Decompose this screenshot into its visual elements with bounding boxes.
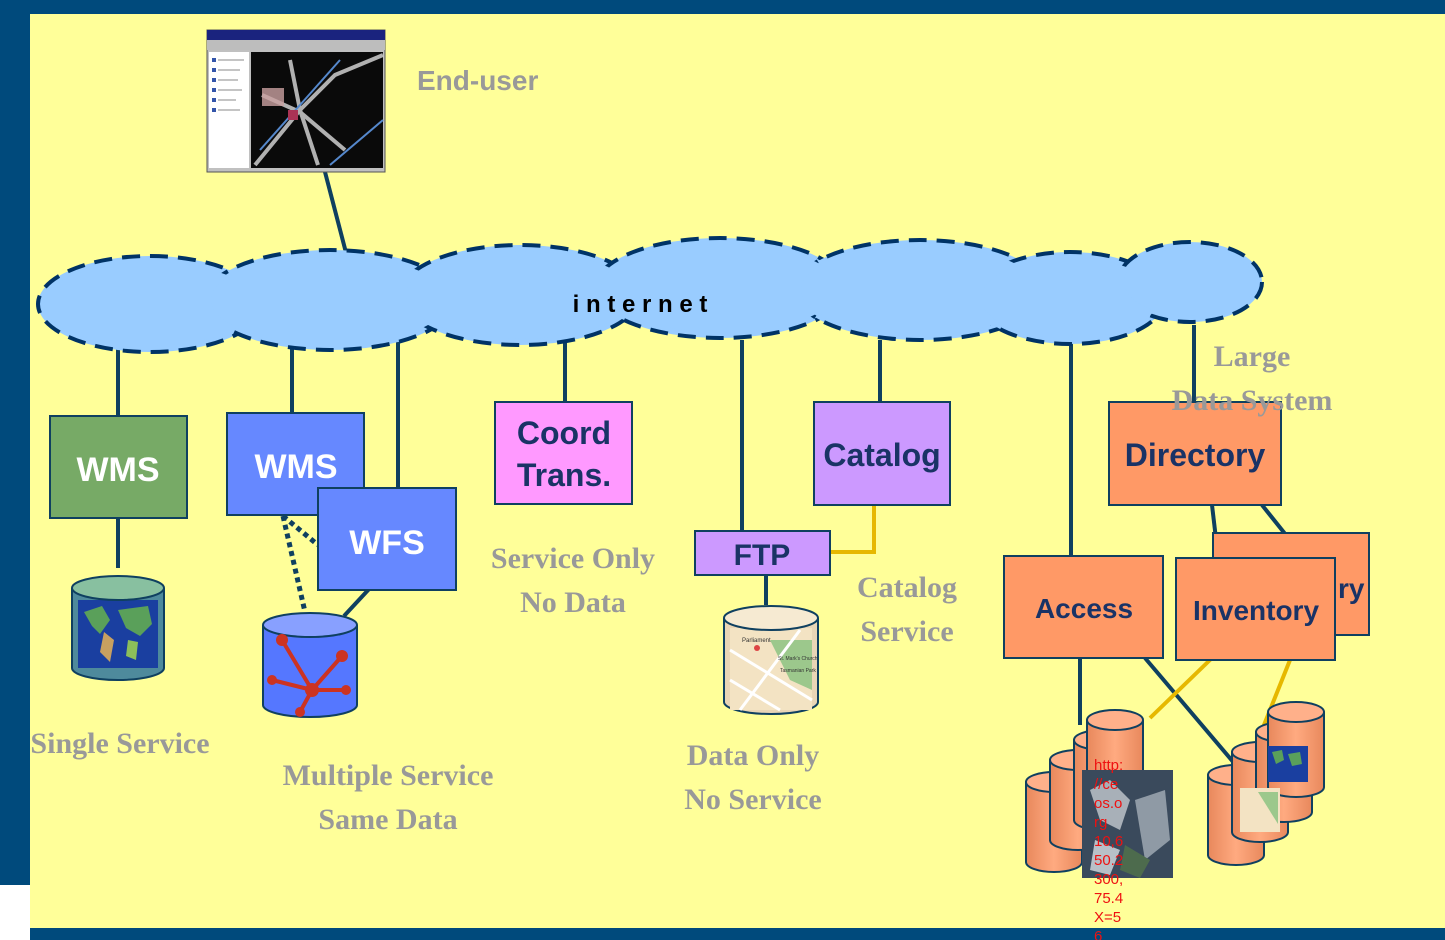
data-only-caption-line2: No Service xyxy=(684,783,821,816)
ceos-url-text: http: //ce os.o rg 10,6 50.2 300, 75.4X=5 6 xyxy=(1094,757,1123,940)
dotted-links xyxy=(280,514,320,613)
inventory-database-stack xyxy=(1207,701,1325,866)
multiple-service-caption-line1: Multiple Service xyxy=(283,759,494,792)
inventory-box[interactable]: Inventory xyxy=(1175,557,1336,661)
coord-label-line1: Coord xyxy=(517,415,611,451)
large-data-system-caption-line2: Data System xyxy=(1172,384,1333,417)
world-map-database-icon xyxy=(71,575,165,681)
map-thumbnail-detail xyxy=(1272,750,1302,766)
inventory-back-label: ry xyxy=(1338,573,1365,604)
map-label-parliament: Parliament xyxy=(742,638,771,644)
coord-trans-box[interactable]: Coord Trans. xyxy=(494,401,633,505)
end-user-caption: End-user xyxy=(417,65,538,96)
directory-box[interactable]: Directory xyxy=(1108,401,1282,506)
url-text-line: 50.2 xyxy=(1094,852,1123,869)
service-only-caption-line1: Service Only xyxy=(491,542,655,575)
feature-graph-database-icon xyxy=(262,612,358,718)
cloud-fill-overlay xyxy=(44,244,1256,346)
large-data-system-caption-line1: Large xyxy=(1214,340,1291,373)
catalog-service-caption-line2: Service xyxy=(860,615,953,648)
url-text-line: os.o xyxy=(1094,795,1122,812)
catalog-label: Catalog xyxy=(823,437,940,473)
directory-label: Directory xyxy=(1125,437,1266,473)
ftp-box[interactable]: FTP xyxy=(694,530,831,576)
satellite-image-icon xyxy=(1082,770,1173,878)
wms-single-service-box[interactable]: WMS xyxy=(49,415,188,519)
url-text-line: 6 xyxy=(1094,928,1102,940)
wms-multi-label: WMS xyxy=(254,448,337,486)
access-box[interactable]: Access xyxy=(1003,555,1164,659)
map-thumbnail-detail xyxy=(1258,792,1278,824)
map-label-park: Tasmanian Park xyxy=(780,668,816,674)
url-text-line: //ce xyxy=(1094,776,1118,793)
url-text-line: rg xyxy=(1094,814,1107,831)
url-text-line: 300, xyxy=(1094,871,1123,888)
access-label: Access xyxy=(1035,593,1133,624)
white-corner xyxy=(0,885,30,940)
map-label-church: St. Mark's Church xyxy=(778,656,818,662)
catalog-box[interactable]: Catalog xyxy=(813,401,951,506)
multiple-service-caption-line2: Same Data xyxy=(318,803,457,836)
url-text-line: X=5 xyxy=(1094,909,1121,926)
catalog-service-caption-line1: Catalog xyxy=(857,571,957,604)
inventory-label: Inventory xyxy=(1193,595,1319,626)
url-text-line: 75.4 xyxy=(1094,890,1123,907)
url-text-line: 10,6 xyxy=(1094,833,1123,850)
internet-label: i n t e r n e t xyxy=(573,291,708,318)
url-text-line: http: xyxy=(1094,757,1123,774)
wfs-label: WFS xyxy=(349,524,425,562)
browser-map-window-icon xyxy=(206,29,386,173)
connector-lines xyxy=(116,171,1288,772)
coord-label-line2: Trans. xyxy=(517,457,611,493)
service-only-caption-line2: No Data xyxy=(520,586,626,619)
wms-single-label: WMS xyxy=(76,451,159,489)
wfs-box[interactable]: WFS xyxy=(317,487,457,591)
data-only-caption-line1: Data Only xyxy=(687,739,820,772)
ftp-label: FTP xyxy=(734,539,791,572)
single-service-caption: Single Service xyxy=(30,727,209,760)
city-map-database-icon: Parliament St. Mark's Church Tasmanian P… xyxy=(723,605,819,715)
